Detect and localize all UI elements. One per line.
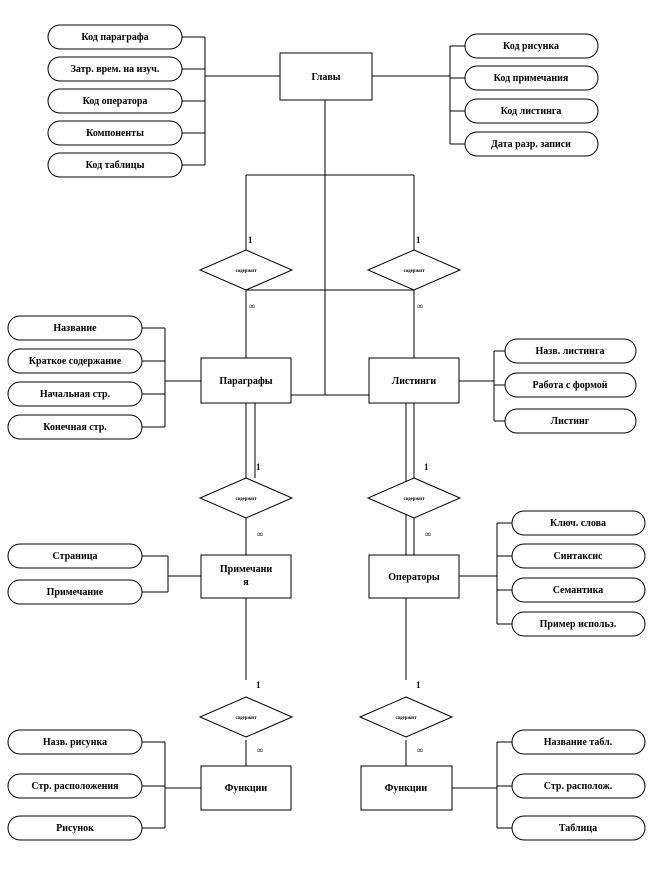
attribute-label: Код оператора <box>83 96 148 107</box>
connector-lines <box>142 36 512 829</box>
attribute-label: Конечная стр. <box>43 422 107 433</box>
cardinality-one: 1 <box>256 680 261 690</box>
cardinality-many: ∞ <box>257 529 263 539</box>
relationship-5-label: содержит <box>235 716 257 721</box>
cardinality-one: 1 <box>256 462 261 472</box>
entity-paragrafy-label: Параграфы <box>219 376 272 387</box>
attribute-label: Синтаксис <box>554 551 603 562</box>
attributes-glavy-left: Код параграфа Затр. врем. на изуч. Код о… <box>47 24 183 178</box>
attributes-funktsii-right: Название табл. Стр. располож. Таблица <box>511 729 646 841</box>
cardinality-many: ∞ <box>425 529 431 539</box>
entity-funktsii-left: Функции <box>200 765 292 811</box>
cardinality-one: 1 <box>416 235 421 245</box>
attribute-label: Назв. листинга <box>536 346 605 357</box>
attribute-label: Код параграфа <box>81 32 148 43</box>
relationship-2-label: содержит <box>403 269 425 274</box>
relationship-1: содержит <box>198 249 294 291</box>
entity-operatory: Операторы <box>368 554 460 599</box>
cardinality-many: ∞ <box>417 301 423 311</box>
cardinality-one: 1 <box>424 462 429 472</box>
relationship-3-label: содержит <box>235 497 257 502</box>
relationship-5: содержит <box>198 696 294 738</box>
cardinality-one: 1 <box>248 235 253 245</box>
entity-listingi: Листинги <box>368 357 460 404</box>
cardinality-many: ∞ <box>257 745 263 755</box>
attribute-label: Стр. расположения <box>31 781 119 792</box>
attribute-label: Рисунок <box>56 823 94 834</box>
attribute-label: Код рисунка <box>503 41 559 52</box>
entity-listingi-label: Листинги <box>392 376 437 387</box>
entity-operatory-label: Операторы <box>388 572 440 583</box>
entity-primechaniya-label-line2: я <box>243 577 249 588</box>
attribute-label: Назв. рисунка <box>43 737 107 748</box>
attribute-label: Код примечания <box>494 73 569 84</box>
relationship-2: содержит <box>366 249 462 291</box>
entity-primechaniya-label-line1: Примечани <box>220 564 273 575</box>
attribute-label: Название табл. <box>544 737 613 748</box>
attributes-funktsii-left: Назв. рисунка Стр. расположения Рисунок <box>7 729 143 841</box>
cardinality-many: ∞ <box>249 301 255 311</box>
entity-funktsii-left-label: Функции <box>225 783 268 794</box>
cardinality-marks: 1 1 ∞ ∞ 1 1 ∞ ∞ 1 1 ∞ ∞ <box>248 235 431 755</box>
relationship-6: содержит <box>358 696 454 738</box>
attribute-label: Пример использ. <box>540 619 617 630</box>
attribute-label: Работа с формой <box>532 380 607 391</box>
attribute-label: Дата разр. записи <box>491 139 571 150</box>
cardinality-many: ∞ <box>417 745 423 755</box>
cardinality-one: 1 <box>416 680 421 690</box>
entity-funktsii-right: Функции <box>360 765 453 811</box>
relationship-6-label: содержит <box>395 716 417 721</box>
entity-primechaniya: Примечани я <box>200 554 292 599</box>
relationship-4-label: содержит <box>403 497 425 502</box>
attributes-paragrafy: Название Краткое содержание Начальная ст… <box>7 315 143 440</box>
relationship-4: содержит <box>366 477 462 519</box>
attribute-label: Таблица <box>559 823 597 834</box>
attributes-operatory: Ключ. слова Синтаксис Семантика Пример и… <box>511 510 646 637</box>
attributes-listingi: Назв. листинга Работа с формой Листинг <box>504 338 637 434</box>
attribute-label: Ключ. слова <box>550 518 606 529</box>
attribute-label: Страница <box>53 551 98 562</box>
entity-paragrafy: Параграфы <box>200 357 292 404</box>
attribute-label: Краткое содержание <box>29 356 122 367</box>
relationship-1-label: содержит <box>235 269 257 274</box>
attribute-label: Стр. располож. <box>544 781 613 792</box>
attribute-label: Код листинга <box>501 106 562 117</box>
attribute-label: Листинг <box>551 416 590 427</box>
attribute-label: Примечание <box>47 587 104 598</box>
attribute-label: Код таблицы <box>86 160 145 171</box>
attribute-label: Начальная стр. <box>40 389 111 400</box>
entity-glavy-label: Главы <box>311 72 340 83</box>
attribute-label: Семантика <box>553 585 604 596</box>
entity-funktsii-right-label: Функции <box>385 783 428 794</box>
attribute-label: Затр. врем. на изуч. <box>71 64 160 75</box>
attribute-label: Компоненты <box>86 128 144 139</box>
attributes-primechaniya: Страница Примечание <box>7 543 143 605</box>
attributes-glavy-right: Код рисунка Код примечания Код листинга … <box>464 33 599 157</box>
entity-glavy: Главы <box>279 52 373 101</box>
attribute-label: Название <box>53 323 97 334</box>
relationship-3: содержит <box>198 477 294 519</box>
